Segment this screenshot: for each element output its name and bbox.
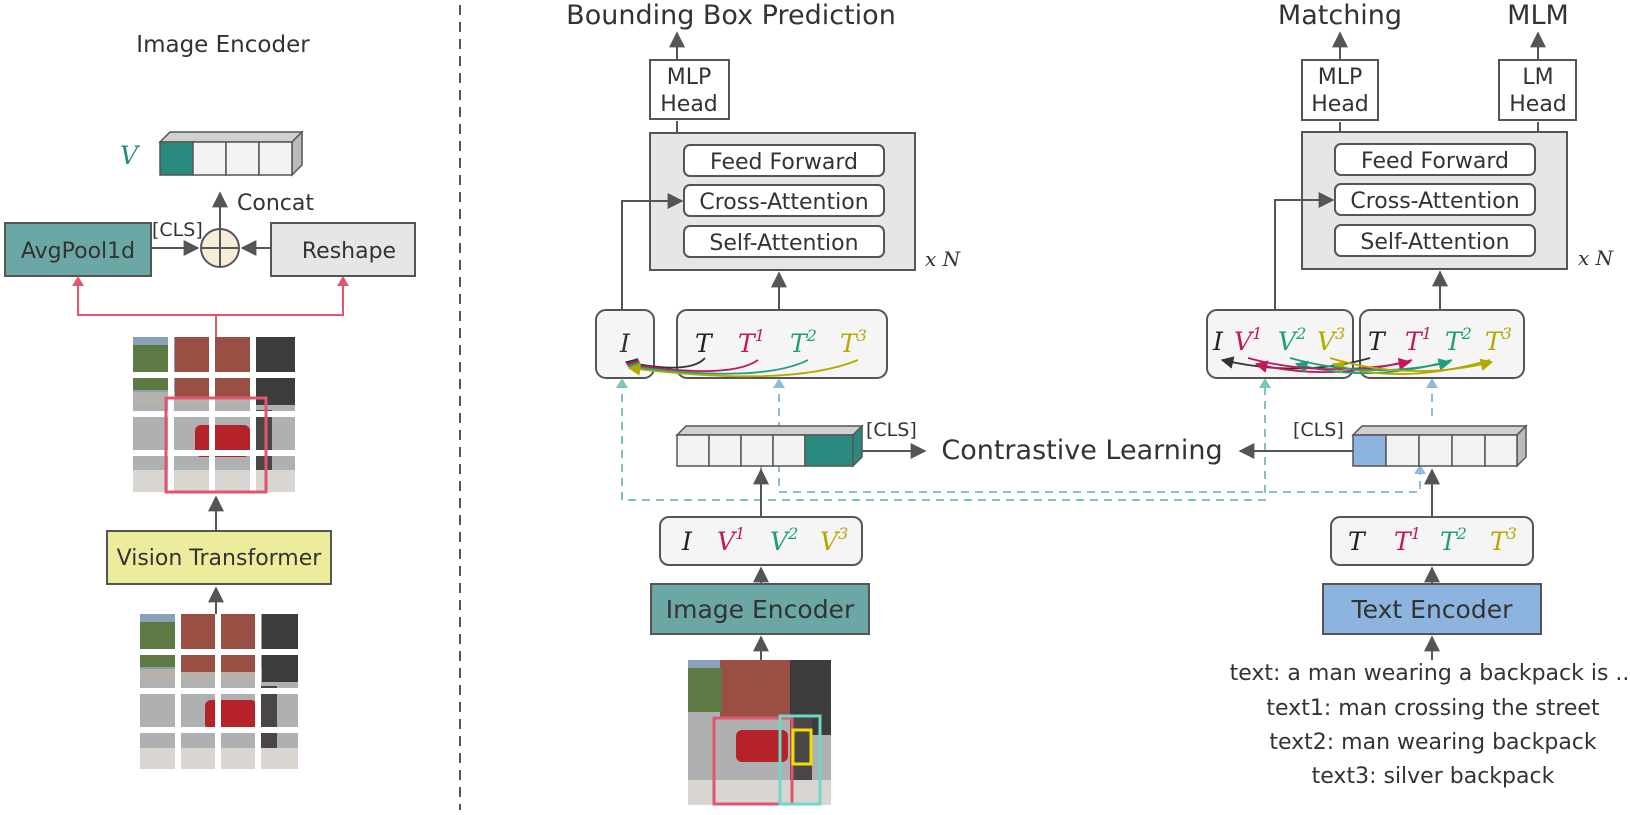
svg-text:T2: T2 (790, 326, 817, 358)
mid-mlp-head-line2: Head (660, 92, 718, 117)
right-v-tokens-box (1206, 309, 1354, 379)
input-text-3: text3: silver backpack (1312, 764, 1555, 789)
right-token-curves (1220, 356, 1494, 375)
bbox-prediction-title: Bounding Box Prediction (566, 0, 896, 31)
svg-text:T: T (695, 329, 714, 358)
right-self-attention-box (1334, 224, 1536, 257)
right-self-attention-label: Self-Attention (1360, 230, 1509, 255)
vision-transformer-box (106, 530, 332, 585)
mid-repeat-label: x N (925, 247, 962, 271)
matching-title: Matching (1278, 0, 1402, 31)
mid-t-tokens-box (676, 309, 888, 379)
vision-transformer-label: Vision Transformer (117, 546, 323, 571)
mid-feed-forward-box (683, 144, 885, 177)
mid-image-token-row (659, 516, 863, 566)
right-lm-head-line2: Head (1509, 92, 1567, 117)
concat-operator (200, 228, 240, 268)
input-text-1: text1: man crossing the street (1266, 696, 1600, 721)
contrastive-learning-label: Contrastive Learning (941, 435, 1222, 466)
patched-image-bottom (140, 614, 298, 769)
mlm-title: MLM (1507, 0, 1569, 31)
reshape-box (270, 222, 416, 277)
right-text-token-row (1330, 516, 1534, 566)
svg-text:V1: V1 (1234, 324, 1262, 356)
right-t-tokens: T T1 T2 T3 (1368, 324, 1512, 356)
right-cross-attention-label: Cross-Attention (1350, 189, 1519, 214)
mid-image-encoder-box (650, 583, 870, 635)
v-embedding (158, 130, 304, 177)
mid-self-attention-box (683, 225, 885, 258)
svg-text:T: T (1348, 527, 1367, 556)
svg-text:V1: V1 (717, 524, 745, 556)
svg-text:T: T (1368, 327, 1387, 356)
mid-t-tokens: T T1 T2 T3 (695, 326, 867, 358)
right-mlp-head-box (1301, 59, 1379, 121)
left-title: Image Encoder (136, 32, 310, 58)
svg-text:I: I (681, 527, 693, 556)
mid-image-encoder-label: Image Encoder (666, 595, 855, 624)
v-symbol: V (120, 141, 141, 170)
right-text-encoder-tokens: T T1 T2 T3 (1348, 524, 1517, 556)
text-embedding-vector (1351, 424, 1528, 468)
right-lm-head-line1: LM (1522, 65, 1553, 90)
mid-mlp-head-line1: MLP (667, 65, 712, 90)
teal-dashed-feed (621, 380, 1266, 501)
image-embedding-vector (675, 424, 864, 468)
svg-text:T3: T3 (840, 326, 867, 358)
right-mlp-head-line2: Head (1311, 92, 1369, 117)
mid-feed-forward-label: Feed Forward (710, 150, 858, 175)
svg-text:T2: T2 (1440, 524, 1467, 556)
svg-text:T1: T1 (1394, 524, 1421, 556)
svg-text:T3: T3 (1490, 524, 1517, 556)
input-text-0: text: a man wearing a backpack is ... (1230, 661, 1630, 686)
mid-cross-attention-label: Cross-Attention (699, 190, 868, 215)
right-lm-head-box (1498, 59, 1577, 121)
svg-text:T2: T2 (1445, 324, 1472, 356)
right-mlp-head-line1: MLP (1318, 65, 1363, 90)
svg-text:V2: V2 (1278, 324, 1306, 356)
right-feed-forward-box (1334, 143, 1536, 176)
mid-cross-attention-box (683, 184, 885, 217)
svg-text:V3: V3 (1317, 324, 1345, 356)
avgpool-box (4, 222, 152, 277)
mid-token-curves (624, 357, 859, 378)
right-cross-attention-box (1334, 183, 1536, 216)
svg-text:V2: V2 (770, 524, 798, 556)
input-texts: text: a man wearing a backpack is ... te… (1230, 661, 1630, 789)
patched-image-top (133, 337, 295, 494)
svg-text:I: I (1212, 327, 1224, 356)
input-text-2: text2: man wearing backpack (1269, 730, 1597, 755)
text-encoder-box (1322, 583, 1542, 635)
mid-self-attention-label: Self-Attention (709, 231, 858, 256)
mid-i-token: I (619, 329, 631, 358)
right-feed-forward-label: Feed Forward (1361, 149, 1509, 174)
concat-label: Concat (237, 191, 314, 216)
right-repeat-label: x N (1578, 246, 1615, 270)
mid-cls-label: [CLS] (866, 419, 917, 441)
avgpool-label: AvgPool1d (21, 239, 135, 264)
text-encoder-label: Text Encoder (1351, 595, 1513, 624)
input-photo (688, 660, 831, 806)
svg-text:T3: T3 (1485, 324, 1512, 356)
right-cls-label: [CLS] (1293, 419, 1344, 441)
right-v-tokens: I V1 V2 V3 (1212, 324, 1345, 356)
mid-mlp-head-box (649, 59, 730, 120)
mid-i-token-box (595, 309, 655, 379)
svg-text:T1: T1 (738, 326, 765, 358)
svg-text:V3: V3 (820, 524, 848, 556)
left-cls-label: [CLS] (152, 219, 203, 241)
mid-image-tokens: I V1 V2 V3 (681, 524, 848, 556)
svg-text:T1: T1 (1405, 324, 1432, 356)
reshape-label: Reshape (302, 239, 396, 264)
